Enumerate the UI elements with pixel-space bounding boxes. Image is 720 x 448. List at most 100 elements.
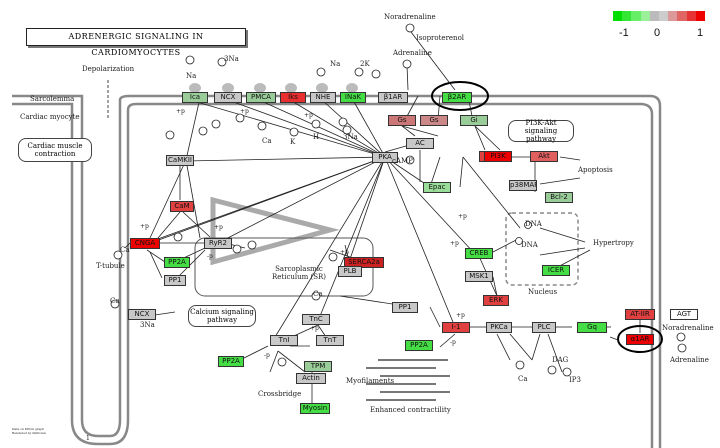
- gene-box-tpm[interactable]: TPM: [304, 361, 332, 372]
- gene-box-msk1[interactable]: MSK1: [465, 271, 493, 282]
- gene-box-plc[interactable]: PLC: [532, 322, 556, 333]
- gene-box-ncx-top[interactable]: NCX: [214, 92, 242, 103]
- sarcolemma-label: Sarcolemma: [30, 95, 75, 103]
- plus-p-label-1: +p: [176, 108, 185, 115]
- gene-box-inak[interactable]: INaK: [340, 92, 366, 103]
- gene-box-a1ar[interactable]: α1AR: [626, 334, 654, 345]
- apoptosis-label: Apoptosis: [578, 166, 613, 174]
- t-tubule-label: T-tubule: [96, 262, 125, 270]
- legend-swatch: [695, 11, 706, 21]
- gene-box-plb[interactable]: PLB: [338, 266, 362, 277]
- legend-swatch: [686, 11, 697, 21]
- gene-box-b1ar[interactable]: β1AR: [378, 92, 408, 103]
- minus-p-label-3: -p: [264, 352, 270, 359]
- gene-box-pkca[interactable]: PKCa: [486, 322, 512, 333]
- gene-box-pp2a-3[interactable]: PP2A: [218, 356, 244, 367]
- plus-p-label-10: +p: [458, 213, 467, 220]
- gene-box-epac[interactable]: Epac: [423, 182, 451, 193]
- plus-p-label-2: +p: [240, 108, 249, 115]
- gene-box-tnt[interactable]: TnT: [316, 335, 344, 346]
- gene-box-p38mapk[interactable]: p38MAPK: [509, 180, 537, 191]
- crossbridge-label: Crossbridge: [258, 390, 302, 398]
- gene-box-icer[interactable]: ICER: [542, 265, 570, 276]
- k-label: K: [290, 138, 296, 146]
- dag-label: DAG: [552, 356, 569, 364]
- plus-p-label-7: +p: [450, 240, 459, 247]
- gene-box-at-iir[interactable]: AT-IIR: [625, 309, 655, 320]
- gene-box-pp1-a[interactable]: PP1: [164, 275, 186, 286]
- gene-box-bcl2[interactable]: Bcl-2: [545, 192, 573, 203]
- gene-box-akt[interactable]: Akt: [530, 151, 558, 162]
- calcium-signaling-link[interactable]: Calcium signaling pathway: [188, 305, 256, 327]
- adrenaline-bottom-label: Adrenaline: [670, 356, 709, 364]
- gene-box-gs-1[interactable]: Gs: [388, 115, 416, 126]
- plus-p-label-9: +p: [310, 325, 319, 332]
- gene-box-agt[interactable]: AGT: [670, 309, 698, 320]
- minus-p-label-2: -p: [450, 339, 456, 346]
- gene-box-ica[interactable]: Ica: [182, 92, 208, 103]
- gene-box-ac[interactable]: AC: [406, 138, 434, 149]
- legend-max-label: 1: [697, 27, 704, 39]
- gene-box-b2ar[interactable]: β2AR: [442, 92, 472, 103]
- gene-box-pp1-b[interactable]: PP1: [392, 302, 418, 313]
- legend-swatch: [613, 11, 623, 21]
- three-na-label-3: 3Na: [140, 321, 155, 329]
- gene-box-tni[interactable]: TnI: [270, 335, 298, 346]
- copyright-label: Data on KEGG graph Rendered by Pathview: [12, 427, 47, 435]
- ca-label-4: Ca: [313, 290, 323, 298]
- gene-box-gi[interactable]: Gi: [460, 115, 488, 126]
- h-label: H: [313, 133, 320, 141]
- gene-box-pka[interactable]: PKA: [372, 152, 398, 163]
- legend-swatch: [649, 11, 660, 21]
- ca-label-2: Ca: [120, 246, 130, 254]
- gene-box-cnga[interactable]: CNGA: [130, 238, 160, 249]
- noradrenaline-top-label: Noradrenaline: [384, 13, 436, 21]
- gene-box-erk-2[interactable]: ERK: [483, 295, 509, 306]
- gene-box-creb[interactable]: CREB: [465, 248, 493, 259]
- gene-box-gs-2[interactable]: Gs: [420, 115, 448, 126]
- legend-mid-label: 0: [654, 27, 661, 39]
- gene-box-ryr2[interactable]: RyR2: [204, 238, 232, 249]
- plus-p-label-6: +p: [340, 249, 349, 256]
- gene-box-nhe[interactable]: NHE: [310, 92, 336, 103]
- gene-box-cam[interactable]: CaM: [170, 201, 194, 212]
- gene-box-pp2a-1[interactable]: PP2A: [164, 257, 190, 268]
- gene-box-ncx-bottom[interactable]: NCX: [128, 309, 156, 320]
- cardiac-contraction-link[interactable]: Cardiac muscle contraction: [18, 138, 92, 162]
- legend-min-label: -1: [619, 27, 629, 39]
- gene-box-camkii[interactable]: CaMKII: [166, 155, 194, 166]
- ca-label: Ca: [262, 137, 272, 145]
- legend-swatch: [640, 11, 651, 21]
- plus-p-label-5: +p: [214, 224, 223, 231]
- gene-box-pp2a-2[interactable]: PP2A: [405, 340, 433, 351]
- gene-box-i1[interactable]: I-1: [442, 322, 470, 333]
- isoproterenol-label: Isoproterenol: [416, 34, 465, 42]
- gene-box-gq[interactable]: Gq: [577, 322, 607, 333]
- two-k-label: 2K: [360, 60, 370, 68]
- gene-box-tnc[interactable]: TnC: [302, 314, 330, 325]
- pi3k-akt-link[interactable]: PI3K-Akt signaling pathway: [508, 119, 574, 143]
- dna-label-1: DNA: [525, 220, 542, 228]
- nucleus-label: Nucleus: [528, 288, 558, 296]
- gene-box-myosin[interactable]: Myosin: [300, 403, 330, 414]
- camp-label: cAMP: [392, 157, 413, 165]
- ip3-label: IP3: [569, 376, 581, 384]
- gene-box-iks[interactable]: Iks: [280, 92, 306, 103]
- diagram-title: ADRENERGIC SIGNALING IN CARDIOMYOCYTES: [26, 28, 246, 57]
- gene-box-serca2a[interactable]: SERCA2a: [344, 257, 384, 268]
- sr-label: Sarcoplasmic Reticulum (SR): [271, 265, 327, 281]
- noradrenaline-bottom-label: Noradrenaline: [662, 324, 714, 332]
- hypertrophy-label: Hypertropy: [593, 239, 634, 247]
- gene-box-pi3k[interactable]: PI3K: [484, 151, 512, 162]
- legend-swatch: [631, 11, 642, 21]
- legend-swatch: [622, 11, 632, 21]
- gene-box-actin[interactable]: Actin: [296, 373, 326, 384]
- three-na-label-2: 3Na: [343, 133, 358, 141]
- gene-box-pmca[interactable]: PMCA: [246, 92, 276, 103]
- legend-swatch: [677, 11, 688, 21]
- ca-label-3: Ca: [110, 297, 120, 305]
- color-legend: [613, 11, 706, 23]
- three-na-label: 3Na: [224, 55, 239, 63]
- adrenaline-top-label: Adrenaline: [393, 49, 432, 57]
